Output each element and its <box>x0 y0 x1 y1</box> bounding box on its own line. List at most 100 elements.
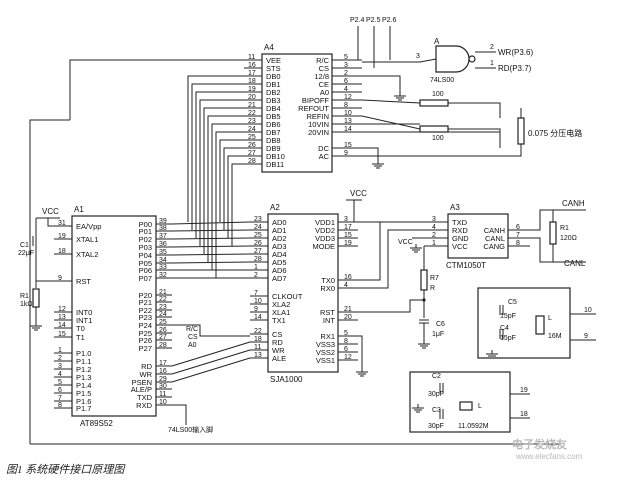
wire <box>362 144 522 157</box>
a2-ref: A2 <box>270 203 280 212</box>
a1-pin-number: 29 <box>159 376 167 383</box>
wire <box>362 58 437 63</box>
a1-pin-P07: P07 <box>139 274 152 283</box>
a2-pin-RX1: RX1 <box>320 332 335 341</box>
wire <box>362 147 379 160</box>
wire <box>171 349 251 375</box>
a4-pin-number: 5 <box>344 54 348 61</box>
a4-pin-R/C: R/C <box>316 56 330 65</box>
a1-pin-TXD: TXD <box>137 393 153 402</box>
a1-ref: A1 <box>74 205 84 214</box>
data-bus-wire <box>195 91 244 238</box>
a4-chip-body <box>261 53 333 173</box>
a2-pin-number: 11 <box>254 344 261 351</box>
a1-pin-P1.5: P1.5 <box>76 389 91 398</box>
a1-pin-P01: P01 <box>139 227 152 236</box>
a2-pin-number: 25 <box>254 232 262 239</box>
a2-pin-CS: CS <box>272 330 282 339</box>
a3-pin-number: 8 <box>516 240 520 247</box>
a1-pin-number: 39 <box>159 218 167 225</box>
a2-pin-number: 4 <box>344 282 348 289</box>
a4-pin-number: 25 <box>248 134 256 141</box>
c5-label: C5 <box>508 299 517 306</box>
data-bus-wire <box>171 245 251 248</box>
a4-pin-number: 28 <box>248 158 256 165</box>
a1-pin-number: 9 <box>58 275 62 282</box>
a1-pin-number: 23 <box>159 304 167 311</box>
a2-pin-AD6: AD6 <box>272 266 287 275</box>
a2-pin-number: 1 <box>254 264 258 271</box>
l2-label: L <box>478 403 482 410</box>
a1-pin-T1: T1 <box>76 333 85 342</box>
r1-can-label: R1 <box>560 225 569 232</box>
data-bus-wire <box>227 155 244 238</box>
a3-pin-number: 4 <box>432 224 436 231</box>
gate-out1-label: WR(P3.6) <box>498 48 533 57</box>
a1-pin-P25: P25 <box>139 329 152 338</box>
cs-label: CS <box>188 334 198 341</box>
a1-pin-number: 19 <box>58 233 66 240</box>
a1-pin-number: 4 <box>58 371 62 378</box>
a4-pin-number: 19 <box>248 86 256 93</box>
l1-label: L <box>548 315 552 322</box>
r1-label: R1 <box>20 293 29 300</box>
a2-pin-VDD2: VDD2 <box>315 226 335 235</box>
c6-value: 1μF <box>432 331 444 338</box>
a3-ref: A3 <box>450 203 460 212</box>
a1-pin-P02: P02 <box>139 235 152 244</box>
data-bus-wire <box>171 229 251 232</box>
a4-pin-CE: CE <box>319 80 329 89</box>
a1-pin-WR: WR <box>140 370 153 379</box>
a3-pin-number: 1 <box>432 240 436 247</box>
a4-pin-number: 9 <box>344 150 348 157</box>
a2-pin-number: 13 <box>254 352 262 359</box>
wire <box>361 115 421 130</box>
a4-pin-number: 21 <box>248 102 256 109</box>
a1-pin-number: 27 <box>159 334 167 341</box>
a3-pin-number: 7 <box>516 232 520 239</box>
vcc-label: VCC <box>42 207 59 216</box>
a3-chip-body <box>447 213 509 259</box>
a4-pin-number: 3 <box>344 62 348 69</box>
a2-pin-number: 27 <box>254 248 262 255</box>
data-bus-wire <box>223 147 244 230</box>
data-bus-wire <box>219 139 244 222</box>
data-bus-wire <box>171 253 251 256</box>
a1-pin-number: 2 <box>58 355 62 362</box>
a2-pin-number: 10 <box>254 298 262 305</box>
xtal1-pin9: 9 <box>584 333 588 340</box>
wire <box>530 209 586 231</box>
a3-pin-CANH: CANH <box>484 226 505 235</box>
gate-part-label: 74LS00 <box>430 77 454 84</box>
data-bus-wire <box>215 131 244 278</box>
a3-pin-CANG: CANG <box>483 242 505 251</box>
wire <box>362 75 401 92</box>
data-bus-wire <box>191 83 244 230</box>
a4-pin-number: 15 <box>344 142 352 149</box>
a1-pin-P21: P21 <box>139 298 152 307</box>
a2-pin-number: 6 <box>344 346 348 353</box>
a1-pin-RXD: RXD <box>136 401 152 410</box>
l1-value: 16M <box>548 333 562 340</box>
a1-pin-P03: P03 <box>139 243 152 252</box>
a1-pin-number: 15 <box>58 331 66 338</box>
a1-pin-number: 18 <box>58 248 66 255</box>
a1-pin-P20: P20 <box>139 291 152 300</box>
a4-pin-number: 24 <box>248 126 256 133</box>
a1-pin-number: 3 <box>58 363 62 370</box>
r1-can-value: 120Ω <box>560 235 577 242</box>
crystal-16m-icon <box>535 315 545 335</box>
a1-pin-number: 10 <box>159 399 167 406</box>
crystal-16m-frame <box>477 287 571 359</box>
a2-pin-number: 2 <box>254 272 258 279</box>
wire <box>448 102 501 118</box>
a2-pin-number: 22 <box>254 328 262 335</box>
a4-pin-REFIN: REFIN <box>307 112 330 121</box>
a2-pin-number: 18 <box>254 336 262 343</box>
a4-pin-number: 8 <box>344 102 348 109</box>
a1-pin-number: 22 <box>159 296 167 303</box>
wire <box>69 59 244 120</box>
a2-pin-number: 16 <box>344 274 352 281</box>
data-bus-wire <box>171 261 251 264</box>
